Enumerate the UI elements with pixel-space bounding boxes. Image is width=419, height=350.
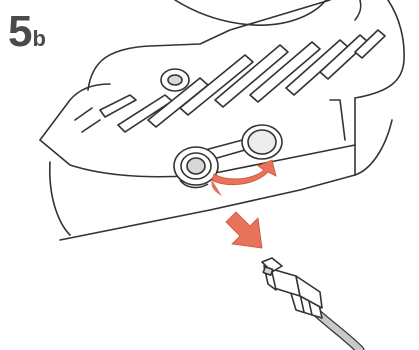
curved-arrow-icon — [211, 159, 277, 196]
step-label: 5b — [8, 10, 46, 54]
port-cap-icon — [173, 124, 283, 189]
usb-connector-icon — [261, 257, 365, 350]
device-underside-icon — [39, 0, 405, 241]
step-suffix: b — [32, 26, 46, 51]
down-arrow-icon — [225, 211, 263, 249]
step-number: 5 — [8, 7, 33, 56]
